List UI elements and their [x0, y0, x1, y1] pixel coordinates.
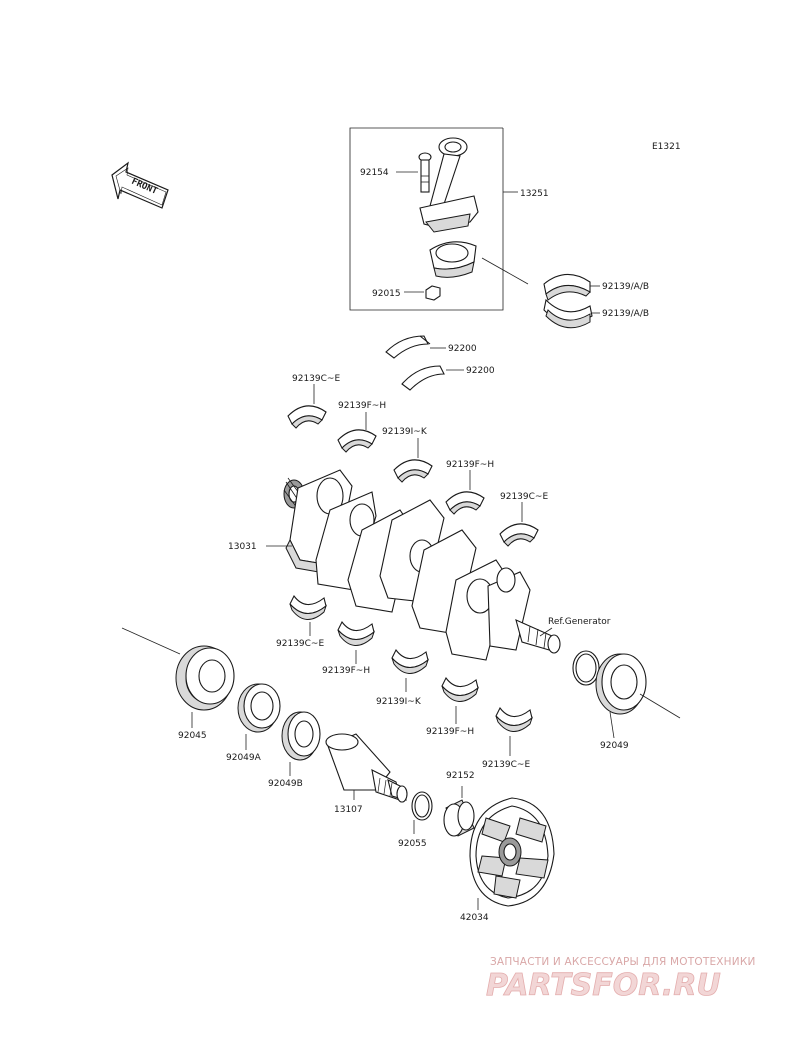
- label-92139ce-2: 92139C~E: [500, 492, 548, 502]
- label-42034: 42034: [460, 913, 489, 923]
- label-13107: 13107: [334, 805, 363, 815]
- label-92139ab-2: 92139/A/B: [602, 309, 649, 319]
- label-92045: 92045: [178, 731, 207, 741]
- label-92139ab-1: 92139/A/B: [602, 282, 649, 292]
- label-92139ik-1: 92139I~K: [382, 427, 428, 437]
- label-92049b: 92049B: [268, 779, 303, 789]
- label-92200-2: 92200: [466, 366, 495, 376]
- ball-bearing-92045: [121, 627, 235, 711]
- label-92152: 92152: [446, 771, 475, 781]
- main-bearing-lower-2: [337, 620, 376, 646]
- label-13031: 13031: [228, 542, 257, 552]
- label-92139fh-3: 92139F~H: [322, 666, 370, 676]
- label-13251: 13251: [520, 189, 549, 199]
- crankshaft: [283, 469, 561, 661]
- label-92015: 92015: [372, 289, 401, 299]
- main-bearing-upper-1: [287, 405, 327, 429]
- main-bearing-lower-5: [495, 706, 534, 732]
- circlip-92055: [411, 791, 433, 821]
- label-92139ce-3: 92139C~E: [276, 639, 324, 649]
- leader-rod-bearing: [481, 257, 529, 285]
- o-ring: [572, 650, 600, 686]
- main-bearing-upper-4: [445, 491, 485, 515]
- oil-seal-92049: [595, 653, 681, 719]
- oil-seal-92049b: [281, 711, 321, 761]
- main-bearing-lower-4: [441, 676, 480, 702]
- main-bearing-upper-3: [393, 459, 433, 483]
- rod-bearing-upper: [543, 273, 591, 301]
- label-92139fh-1: 92139F~H: [338, 401, 386, 411]
- oil-seal-92049a: [237, 683, 281, 733]
- watermark-brand: PARTSFOR.RU: [486, 968, 721, 1003]
- main-bearing-lower-3: [391, 648, 430, 674]
- label-92139fh-4: 92139F~H: [426, 727, 474, 737]
- output-shaft-13107: [325, 733, 408, 803]
- main-bearing-upper-2: [337, 429, 377, 453]
- front-direction-arrow: FRONT: [111, 161, 169, 209]
- damper-42034: [469, 797, 555, 907]
- bushing-92152: [443, 799, 475, 837]
- connecting-rod: [419, 137, 479, 233]
- thrust-washer-2: [401, 365, 445, 391]
- thrust-washer-1: [385, 335, 431, 359]
- label-92139ce-1: 92139C~E: [292, 374, 340, 384]
- ref-generator-note: Ref.Generator: [548, 617, 611, 627]
- label-92139ik-2: 92139I~K: [376, 697, 422, 707]
- watermark-caption: ЗАПЧАСТИ И АКСЕССУАРЫ ДЛЯ МОТОТЕХНИКИ: [490, 956, 756, 968]
- rod-bolt: [418, 152, 432, 193]
- label-92139fh-2: 92139F~H: [446, 460, 494, 470]
- label-92154: 92154: [360, 168, 389, 178]
- connecting-rod-assembly-box: 13251 92154 92015: [349, 127, 549, 311]
- label-92049: 92049: [600, 741, 629, 751]
- main-bearing-lower-1: [289, 594, 328, 620]
- diagram-code: E1321: [652, 142, 681, 152]
- label-92200-1: 92200: [448, 344, 477, 354]
- label-92055: 92055: [398, 839, 427, 849]
- label-92049a: 92049A: [226, 753, 262, 763]
- rod-cap: [429, 241, 477, 278]
- rod-nut: [425, 285, 441, 301]
- rod-bearing-lower: [543, 298, 593, 329]
- label-92139ce-4: 92139C~E: [482, 760, 530, 770]
- main-bearing-upper-5: [499, 523, 539, 547]
